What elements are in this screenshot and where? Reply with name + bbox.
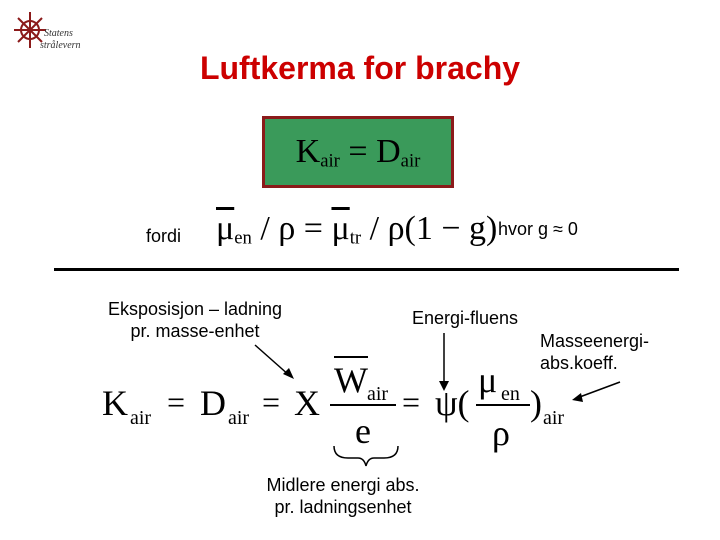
mu-en-sub: en <box>234 227 252 249</box>
box-d-sub: air <box>400 150 421 172</box>
box-eq: = <box>339 133 377 170</box>
box-d: D <box>376 133 401 170</box>
midlere-line1: Midlere energi abs. <box>266 475 420 495</box>
main-k-sub: air <box>130 407 151 429</box>
arrow-masseenergi <box>576 381 621 399</box>
main-w: W <box>334 360 368 400</box>
eksposisjon-label: Eksposisjon – ladning pr. masse-enhet <box>80 298 310 342</box>
main-e: e <box>355 411 371 451</box>
main-mu-sub: en <box>501 383 520 405</box>
main-d-sub: air <box>228 407 249 429</box>
hvor-condition: hvor g ≈ 0 <box>498 219 578 239</box>
brace-midlere <box>333 445 399 467</box>
slash-rho-eq: / ρ = <box>251 210 332 247</box>
main-close-sub: air <box>543 407 564 429</box>
masseenergi-line2: abs.koeff. <box>540 353 618 373</box>
highlight-box: Kair = Dair <box>262 116 454 188</box>
main-psi: ψ( <box>435 383 470 423</box>
logo-emblem <box>14 12 46 48</box>
separator-line <box>54 268 679 271</box>
fordi-label: fordi <box>146 226 182 246</box>
main-k: K <box>102 383 128 423</box>
main-rho: ρ <box>492 413 510 453</box>
main-d: D <box>200 383 226 423</box>
midlere-line2: pr. ladningsenhet <box>274 497 412 517</box>
arrowhead-masseenergi <box>572 393 583 402</box>
sun-emblem-icon <box>14 12 46 48</box>
main-x: X <box>294 383 320 423</box>
masseenergi-label: Masseenergi- abs.koeff. <box>540 330 700 374</box>
rho-one-minus-g: / ρ(1 − g) <box>361 210 498 247</box>
arrowhead-energi <box>439 381 449 391</box>
main-eq1: = <box>167 384 185 420</box>
logo-text-line2: strålevern <box>40 40 81 51</box>
page-title: Luftkerma for brachy <box>199 50 521 86</box>
mu-tr-sub: tr <box>349 227 362 249</box>
main-mu: μ <box>478 360 497 400</box>
box-formula: Kair = Dair <box>265 133 451 173</box>
midlere-label: Midlere energi abs. pr. ladningsenhet <box>238 474 448 518</box>
attenuation-relation: μen / ρ = μtr / ρ(1 − g) <box>216 210 497 250</box>
mu-en-symbol: μ <box>216 210 235 247</box>
main-eq3: = <box>402 384 420 420</box>
main-close: ) <box>530 383 542 423</box>
eksposisjon-line1: Eksposisjon – ladning <box>107 299 283 319</box>
logo-text-line1: Statens <box>44 28 73 39</box>
mu-tr-symbol: μ <box>331 210 350 247</box>
arrowhead-eksposisjon <box>283 368 294 379</box>
eksposisjon-line2: pr. masse-enhet <box>130 321 260 341</box>
box-k-sub: air <box>320 150 340 172</box>
masseenergi-line1: Masseenergi- <box>540 331 650 351</box>
main-w-sub: air <box>367 383 388 405</box>
box-k: K <box>295 133 321 170</box>
energi-fluens-label: Energi-fluens <box>411 308 519 328</box>
arrow-eksposisjon <box>254 344 291 377</box>
main-eq2: = <box>262 384 280 420</box>
